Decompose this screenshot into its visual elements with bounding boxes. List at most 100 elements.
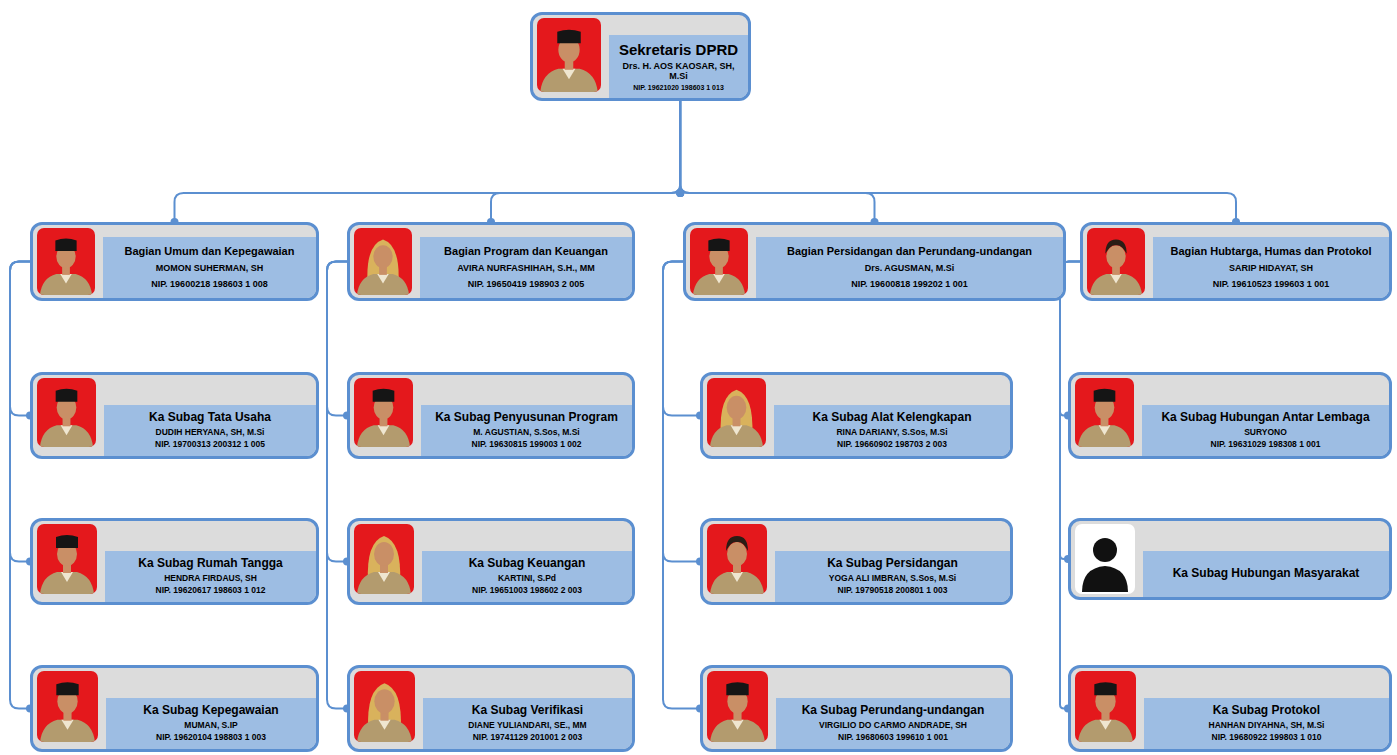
role-title: Ka Subag Persidangan	[827, 557, 958, 571]
title-panel: Ka Subag Tata UsahaDUDIH HERYANA, SH, M.…	[104, 405, 316, 456]
connector-line	[1060, 262, 1080, 709]
peci-hat	[1094, 682, 1116, 695]
connector-line	[327, 262, 347, 709]
portrait-photo	[354, 228, 412, 295]
title-panel: Ka Subag Hubungan Antar LembagaSURYONONI…	[1142, 405, 1389, 456]
person-name: SARIP HIDAYAT, SH	[1229, 263, 1313, 273]
photo-ground	[1075, 671, 1136, 742]
org-box: Sekretaris DPRDDrs. H. AOS KAOSAR, SH, M…	[530, 12, 751, 101]
peci-hat	[708, 239, 729, 251]
person-name: YOGA ALI IMBRAN, S.Sos, M.Si	[829, 574, 956, 584]
employee-id: NIP. 19651003 198602 2 003	[472, 586, 582, 596]
org-box: Ka Subag Rumah TanggaHENDRA FIRDAUS, SHN…	[30, 518, 319, 605]
title-panel: Bagian Program dan KeuanganAVIRA NURFASH…	[420, 237, 632, 298]
portrait-photo	[707, 378, 766, 447]
title-panel: Bagian Persidangan dan Perundang-undanga…	[756, 237, 1063, 298]
photo-ground	[37, 378, 96, 447]
connector-line	[680, 101, 874, 222]
portrait-frame	[37, 524, 97, 594]
photo-ground	[1075, 524, 1135, 594]
uniform	[357, 425, 410, 447]
person-name: M. AGUSTIAN, S.Sos, M.Si	[473, 428, 579, 438]
employee-id: NIP. 19680603 199610 1 001	[838, 733, 948, 743]
uniform	[40, 425, 93, 447]
uniform	[40, 274, 92, 295]
photo-ground	[37, 228, 95, 295]
org-box: Ka Subag Hubungan Masyarakat	[1068, 518, 1392, 600]
org-box: Ka Subag VerifikasiDIANE YULIANDARI, SE.…	[347, 665, 635, 752]
face	[727, 396, 747, 420]
role-title: Ka Subag Alat Kelengkapan	[813, 411, 972, 425]
portrait-frame	[1075, 378, 1134, 447]
portrait-photo	[707, 671, 768, 742]
employee-id: NIP. 19600218 198603 1 008	[151, 279, 267, 289]
photo-ground	[37, 524, 97, 594]
employee-id: NIP. 19620104 198803 1 003	[156, 733, 266, 743]
collar	[377, 274, 389, 284]
connector	[663, 262, 704, 713]
connector	[171, 101, 685, 226]
employee-id: NIP. 19650419 198903 2 005	[468, 279, 584, 289]
role-title: Bagian Persidangan dan Perundang-undanga…	[787, 245, 1032, 258]
role-title: Ka Subag Hubungan Masyarakat	[1173, 567, 1360, 581]
portrait-photo	[37, 524, 97, 594]
person-name: MUMAN, S.IP	[184, 721, 237, 731]
employee-id: NIP. 19680922 199803 1 010	[1212, 733, 1322, 743]
uniform	[540, 69, 598, 92]
role-title: Bagian Umum dan Kepegawaian	[125, 245, 295, 258]
collar	[1099, 425, 1111, 435]
role-title: Ka Subag Tata Usaha	[149, 411, 271, 425]
portrait-frame	[1087, 228, 1145, 295]
photo-ground	[707, 378, 766, 447]
title-panel: Ka Subag KepegawaianMUMAN, S.IPNIP. 1962…	[106, 698, 316, 749]
collar	[713, 274, 725, 284]
portrait-photo	[37, 378, 96, 447]
collar	[61, 720, 73, 730]
connector-line	[327, 262, 347, 562]
org-box: Ka Subag Penyusunan ProgramM. AGUSTIAN, …	[347, 372, 635, 459]
collar	[378, 425, 390, 435]
role-title: Ka Subag Protokol	[1213, 704, 1320, 718]
photo-ground	[1087, 228, 1145, 295]
portrait-frame	[37, 378, 96, 447]
peci-hat	[56, 535, 78, 548]
role-title: Ka Subag Keuangan	[469, 557, 586, 571]
person-name: AVIRA NURFASHIHAH, S.H., MM	[457, 263, 595, 273]
uniform	[357, 274, 409, 295]
uniform	[1078, 720, 1133, 742]
portrait-photo	[690, 228, 748, 295]
portrait-frame	[707, 378, 766, 447]
org-box: Bagian Program dan KeuanganAVIRA NURFASH…	[347, 222, 635, 301]
portrait-frame	[707, 671, 768, 742]
person-name: VIRGILIO DO CARMO ANDRADE, SH	[819, 721, 967, 731]
portrait-photo	[1075, 671, 1136, 742]
photo-ground	[707, 671, 768, 742]
person-name: Drs. H. AOS KAOSAR, SH, M.Si	[614, 61, 743, 82]
uniform	[357, 572, 411, 594]
collar	[378, 572, 390, 582]
role-title: Ka Subag Rumah Tangga	[138, 557, 282, 571]
person-name: HENDRA FIRDAUS, SH	[164, 574, 257, 584]
uniform	[40, 572, 94, 594]
org-box: Ka Subag Perundang-undanganVIRGILIO DO C…	[700, 665, 1013, 752]
silhouette-body	[1082, 566, 1128, 592]
role-title: Bagian Hubtarga, Humas dan Protokol	[1170, 245, 1371, 258]
person-name: DIANE YULIANDARI, SE., MM	[468, 721, 586, 731]
collar	[1110, 274, 1122, 284]
employee-id: NIP. 19631029 198308 1 001	[1211, 440, 1321, 450]
connector	[676, 101, 1240, 226]
junction-dot	[676, 189, 684, 197]
connector-line	[680, 101, 1236, 222]
title-panel: Sekretaris DPRDDrs. H. AOS KAOSAR, SH, M…	[609, 35, 748, 98]
collar	[378, 720, 390, 730]
silhouette-head	[1093, 538, 1117, 562]
junction-dot	[676, 189, 684, 197]
person-name: DUDIH HERYANA, SH, M.Si	[156, 428, 265, 438]
role-title: Ka Subag Perundang-undangan	[802, 704, 985, 718]
photo-ground	[707, 524, 767, 594]
photo-ground	[37, 671, 98, 742]
uniform	[710, 425, 763, 447]
title-panel: Ka Subag KeuanganKARTINI, S.PdNIP. 19651…	[422, 551, 632, 602]
collar	[1099, 720, 1111, 730]
portrait-photo	[354, 378, 413, 447]
